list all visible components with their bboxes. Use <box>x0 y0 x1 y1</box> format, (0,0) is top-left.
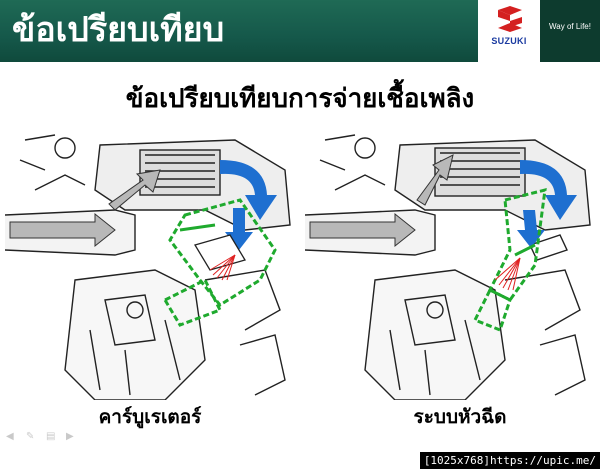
title-band: ข้อเปรียบเทียบ <box>0 0 478 62</box>
menu-icon[interactable]: ▤ <box>46 431 56 442</box>
brand-name: SUZUKI <box>491 36 527 46</box>
next-arrow-icon[interactable]: ▶ <box>66 431 74 442</box>
carburetor-caption: คาร์บูเรเตอร์ <box>98 406 202 428</box>
slogan-box: Way of Life! <box>540 0 600 62</box>
slide-header: ข้อเปรียบเทียบ SUZUKI Way of Life! <box>0 0 600 62</box>
pen-icon[interactable]: ✎ <box>26 431 35 442</box>
prev-arrow-icon[interactable]: ◀ <box>6 431 14 442</box>
suzuki-s-icon <box>498 6 522 32</box>
brand-slogan: Way of Life! <box>549 22 591 31</box>
fuel-injection-caption: ระบบหัวฉีด <box>413 406 507 428</box>
image-watermark: [1025x768]https://upic.me/ <box>419 452 600 469</box>
carburetor-diagram <box>5 134 291 400</box>
slide-subtitle: ข้อเปรียบเทียบการจ่ายเชื้อเพลิง <box>125 84 475 114</box>
fuel-injection-diagram <box>305 134 591 400</box>
slide-title: ข้อเปรียบเทียบ <box>12 10 225 50</box>
suzuki-logo: SUZUKI <box>478 0 540 62</box>
slideshow-controls: ◀ ✎ ▤ ▶ <box>6 432 80 444</box>
